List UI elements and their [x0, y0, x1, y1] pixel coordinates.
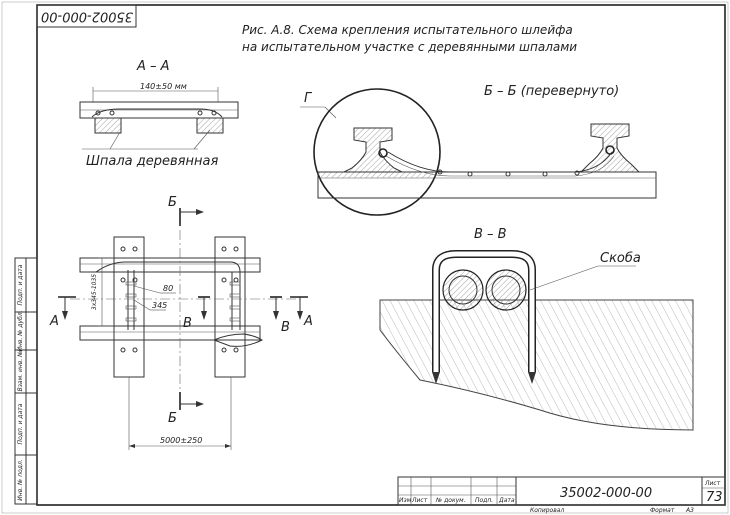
sheet-frame: [36, 4, 726, 506]
code-stamp-box: [36, 4, 137, 28]
title-line-2: на испытательном участке с деревянными ш…: [242, 40, 577, 54]
plan-dim-span: 5000±250: [160, 436, 202, 445]
plan-dim-345: 345: [152, 301, 167, 310]
tb-sheet-num: 73: [706, 490, 723, 505]
tb-header-doc: № докум.: [435, 497, 466, 504]
plan-dim-80: 80: [163, 284, 173, 293]
tb-format-value: А3: [685, 507, 694, 514]
section-aa-dim: 140±50 мм: [140, 82, 187, 91]
tb-header-list: Лист: [411, 497, 428, 504]
side-stamp: Подп. и дата Инв. № дубл. Взам. инв. № П…: [14, 257, 38, 505]
tb-header-sign: Подп.: [475, 497, 493, 504]
side-stamp-label-1: Подп. и дата: [17, 264, 24, 305]
title-block: Изм Лист № докум. Подп. Дата 35002-000-0…: [397, 476, 726, 506]
plan-cut-a-left: А: [49, 314, 59, 329]
tb-code: 35002-000-00: [560, 486, 652, 501]
plan-cut-b-bottom: Б: [168, 411, 177, 426]
section-aa: А – А 140±50 мм Шпала деревянная: [79, 59, 239, 169]
side-stamp-label-5: Инв. № подл.: [17, 459, 24, 500]
tb-sheet-label: Лист: [704, 480, 721, 487]
plan-cut-a-right: А: [303, 314, 313, 329]
section-aa-callout: Шпала деревянная: [86, 154, 218, 169]
side-stamp-label-4: Подп. и дата: [17, 403, 24, 444]
plan-cut-v-mid: В: [183, 316, 192, 331]
side-stamp-label-2: Инв. № дубл.: [17, 310, 24, 351]
section-aa-title: А – А: [136, 59, 170, 74]
section-bb-title: Б – Б (перевернуто): [484, 84, 619, 99]
tb-header-date: Дата: [498, 497, 515, 504]
section-vv-title: В – В: [474, 227, 507, 242]
tb-format-label: Формат: [650, 507, 675, 514]
plan-cut-v-right: В: [281, 320, 290, 335]
plan-view: 3x345-1035 80 345 А А В В Б: [49, 195, 313, 450]
side-stamp-label-3: Взам. инв. №: [17, 351, 24, 392]
plan-dim-vertical: 3x345-1035: [91, 274, 98, 310]
section-bb-detail-label: Г: [304, 91, 313, 106]
title-line-1: Рис. А.8. Схема крепления испытательного…: [242, 23, 573, 37]
plan-cut-b-top: Б: [168, 195, 177, 210]
section-vv-callout: Скоба: [600, 251, 641, 266]
section-vv: В – В Скоба: [379, 227, 694, 431]
tb-copied: Копировал: [530, 507, 564, 514]
tb-header-izm: Изм: [399, 497, 412, 504]
code-stamp-text: 35002-000-00: [41, 9, 133, 24]
section-bb: Б – Б (перевернуто) Г: [300, 84, 657, 216]
